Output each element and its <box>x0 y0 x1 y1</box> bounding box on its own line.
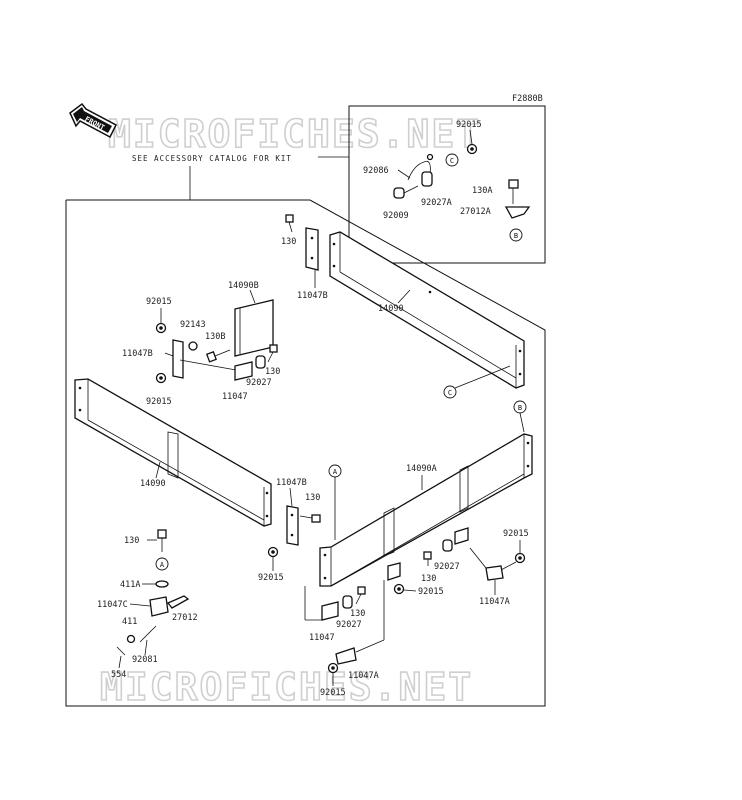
bar-14090a <box>319 433 533 587</box>
bolt-130-bottom-left <box>157 529 167 539</box>
bracket-27012a <box>504 206 531 219</box>
main-frame <box>65 199 546 707</box>
label-92027-bottom: 92027 <box>336 620 362 630</box>
label-92143: 92143 <box>180 320 206 330</box>
label-130-right: 130 <box>421 574 436 584</box>
watermark-top: MICROFICHES.NET <box>108 112 481 156</box>
bracket-11047-bottom <box>321 601 339 621</box>
callout-a-left <box>155 557 169 571</box>
svg-text:A: A <box>160 561 165 569</box>
svg-text:B: B <box>514 232 518 240</box>
label-130-bottom: 130 <box>350 609 365 619</box>
label-130-top: 130 <box>281 237 296 247</box>
inset-box: 92015 C 92086 92027A 92009 130A 27012A B <box>348 105 546 264</box>
svg-text:A: A <box>333 468 338 476</box>
label-92027-right: 92027 <box>434 562 460 572</box>
label-11047b-top: 11047B <box>297 291 328 301</box>
bolt-130a <box>508 179 519 189</box>
label-130-bottom-left: 130 <box>124 536 139 546</box>
bracket-11047b-left <box>172 339 184 379</box>
label-130a: 130A <box>472 186 492 196</box>
label-14090a: 14090A <box>406 464 437 474</box>
label-14090-top: 14090 <box>378 304 404 314</box>
label-92015-bottom: 92015 <box>320 688 346 698</box>
collar-92027-mid <box>255 355 266 369</box>
watermark-bottom: MICROFICHES.NET <box>100 665 473 709</box>
label-27012a: 27012A <box>460 207 491 217</box>
bracket-11047-mid <box>234 361 253 381</box>
label-14090b: 14090B <box>228 281 259 291</box>
label-554: 554 <box>111 670 126 680</box>
label-27012: 27012 <box>172 613 198 623</box>
label-92081: 92081 <box>132 655 158 665</box>
bar-14090-top <box>329 231 525 389</box>
label-14090-left: 14090 <box>140 479 166 489</box>
bar-14090-left <box>74 378 272 527</box>
label-411: 411 <box>122 617 137 627</box>
bracket-11047b-top <box>305 227 319 271</box>
label-92015-inset: 92015 <box>456 120 482 130</box>
bracket-11047c <box>149 596 169 617</box>
label-130-mid: 130 <box>265 367 280 377</box>
clip-27012 <box>166 595 190 609</box>
bolt-130-top <box>285 214 294 223</box>
svg-text:C: C <box>448 389 452 397</box>
svg-text:C: C <box>450 157 454 165</box>
callout-b-inset <box>509 228 523 242</box>
label-11047b-center: 11047B <box>276 478 307 488</box>
washer-411 <box>126 634 136 644</box>
label-11047a-right: 11047A <box>479 597 510 607</box>
figure-code: F2880B <box>512 94 543 104</box>
front-arrow-icon: FRONT <box>69 102 117 139</box>
callout-c-inset <box>445 153 459 167</box>
collar-92027a <box>421 171 433 187</box>
label-92015-l1: 92015 <box>146 297 172 307</box>
bolt-92009 <box>393 187 405 199</box>
plate-14090b <box>234 299 274 357</box>
label-92027a: 92027A <box>421 198 452 208</box>
label-11047-mid: 11047 <box>222 392 248 402</box>
label-11047a-bottom: 11047A <box>348 671 379 681</box>
label-11047c: 11047C <box>97 600 128 610</box>
svg-text:B: B <box>518 404 522 412</box>
label-92015-l2: 92015 <box>146 397 172 407</box>
label-11047-bottom: 11047 <box>309 633 335 643</box>
label-92009: 92009 <box>383 211 409 221</box>
bracket-right-mid <box>454 527 469 545</box>
collar-92027-bottom <box>342 595 353 609</box>
label-130-center: 130 <box>305 493 320 503</box>
bracket-11047b-center <box>286 505 299 546</box>
label-92015-right: 92015 <box>503 529 529 539</box>
callout-c <box>443 385 457 399</box>
label-130b: 130B <box>205 332 225 342</box>
label-92015-center: 92015 <box>258 573 284 583</box>
label-11047b-left: 11047B <box>122 349 153 359</box>
bracket-11047a-bottom <box>335 647 357 665</box>
label-92015-right2: 92015 <box>418 587 444 597</box>
washer-411a <box>155 580 169 588</box>
label-411a: 411A <box>120 580 140 590</box>
kit-note: SEE ACCESSORY CATALOG FOR KIT <box>132 154 292 163</box>
bracket-11047a-right <box>485 565 504 581</box>
collar-92027-right <box>442 539 453 552</box>
label-92086: 92086 <box>363 166 389 176</box>
spacer-92143 <box>188 341 198 351</box>
bracket-lower-center <box>387 562 401 581</box>
label-92027-mid: 92027 <box>246 378 272 388</box>
